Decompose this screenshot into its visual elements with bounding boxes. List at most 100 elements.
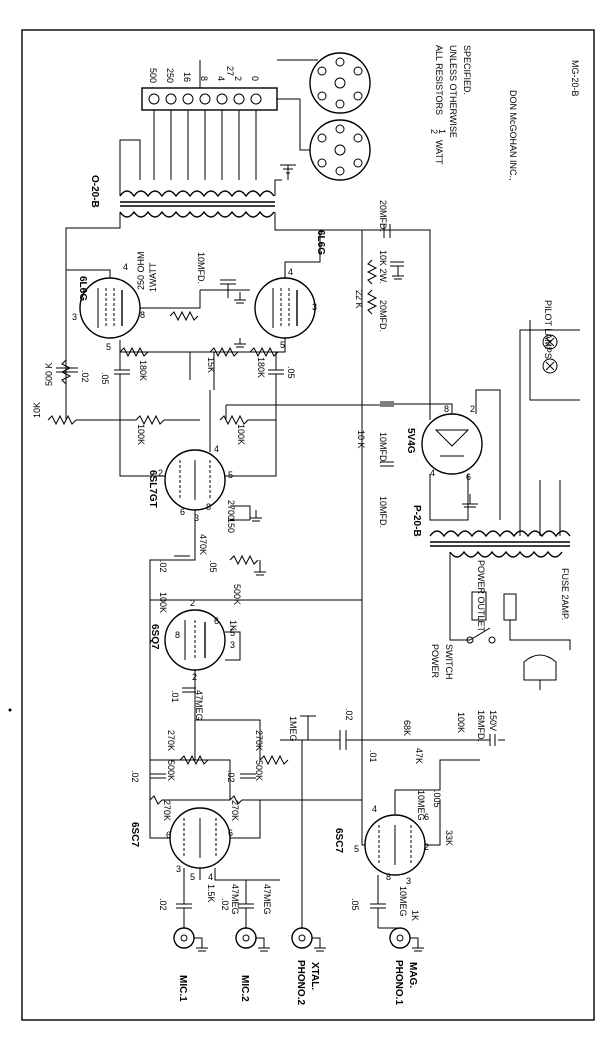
svg-text:47MEG: 47MEG — [194, 690, 204, 721]
svg-text:1K: 1K — [228, 620, 238, 631]
maker-label: DON McGOHAN INC., — [508, 90, 518, 181]
svg-text:470K: 470K — [198, 534, 208, 555]
svg-text:270K: 270K — [254, 730, 264, 751]
svg-text:2: 2 — [190, 598, 195, 608]
svg-text:1MEG: 1MEG — [288, 716, 298, 742]
svg-text:150: 150 — [226, 518, 236, 533]
svg-text:22 K: 22 K — [354, 290, 364, 309]
svg-text:20MFD.: 20MFD. — [378, 200, 388, 232]
svg-text:100K: 100K — [236, 424, 246, 445]
input-label-mic2: MIC.2 — [239, 975, 250, 1002]
svg-text:.05: .05 — [208, 560, 218, 573]
tap-labels: 500 250 16 8 4 2 0 27 — [148, 66, 260, 83]
svg-text:100K: 100K — [456, 712, 466, 733]
speaker-socket-top — [309, 52, 371, 114]
svg-text:.01: .01 — [170, 690, 180, 703]
svg-text:8: 8 — [444, 404, 449, 414]
output-transformer — [119, 190, 275, 218]
svg-text:2: 2 — [424, 842, 429, 852]
svg-text:.005: .005 — [432, 790, 442, 808]
svg-text:250 OHM: 250 OHM — [136, 251, 146, 290]
svg-text:16MFD.: 16MFD. — [476, 710, 486, 742]
resistor-note: ALL RESISTORS WATT 1 2 UNLESS OTHERWISE … — [429, 45, 472, 165]
svg-text:10MEG: 10MEG — [398, 886, 408, 917]
tube-6l6g-right — [254, 277, 316, 339]
svg-text:8: 8 — [386, 872, 391, 882]
tube-label-6sc7-right: 6SC7 — [333, 828, 344, 853]
svg-text:10MFD.: 10MFD. — [378, 432, 388, 464]
svg-text:8: 8 — [175, 630, 180, 640]
svg-text:1: 1 — [437, 129, 447, 134]
svg-text:.01: .01 — [368, 750, 378, 763]
svg-text:47MEG: 47MEG — [262, 884, 272, 915]
tube-6sc7-left — [169, 807, 231, 869]
svg-text:2: 2 — [158, 468, 163, 478]
tube-5v4g — [421, 413, 483, 475]
svg-text:.02: .02 — [158, 560, 168, 573]
svg-text:6: 6 — [180, 507, 185, 517]
svg-text:15K: 15K — [206, 357, 216, 373]
svg-text:3: 3 — [194, 513, 199, 523]
svg-text:6: 6 — [214, 616, 219, 626]
svg-text:270K: 270K — [230, 800, 240, 821]
input-label-mag: MAG. — [407, 962, 418, 988]
svg-text:8: 8 — [206, 502, 211, 512]
svg-text:180K: 180K — [138, 360, 148, 381]
tube-6sl7gt — [164, 449, 226, 511]
svg-text:10K: 10K — [32, 402, 42, 418]
svg-text:500K: 500K — [254, 760, 264, 781]
tube-label-5v4g: 5V4G — [405, 428, 416, 454]
svg-text:500 K: 500 K — [44, 362, 54, 386]
model-label: MG-20-B — [570, 60, 580, 97]
svg-text:500: 500 — [148, 68, 158, 83]
svg-text:100K: 100K — [136, 424, 146, 445]
svg-text:3: 3 — [312, 302, 317, 312]
svg-text:0: 0 — [250, 76, 260, 81]
tube-label-6sq7: 6SQ7 — [149, 624, 160, 650]
power-transformer-label: P-20-B — [411, 505, 422, 537]
svg-text:.05: .05 — [350, 898, 360, 911]
svg-text:3: 3 — [72, 312, 77, 322]
power-outlet-label: POWER OUTLET — [476, 560, 486, 633]
svg-text:ALL RESISTORS: ALL RESISTORS — [434, 45, 444, 115]
svg-text:WATT: WATT — [434, 140, 444, 165]
svg-text:180K: 180K — [256, 357, 266, 378]
input-jack-mic1 — [173, 927, 208, 952]
svg-text:5: 5 — [230, 628, 235, 638]
svg-text:10MFD.: 10MFD. — [378, 496, 388, 528]
svg-text:5: 5 — [190, 872, 195, 882]
svg-text:250: 250 — [165, 68, 175, 83]
svg-text:3: 3 — [176, 864, 181, 874]
svg-text:4: 4 — [216, 76, 226, 81]
tube-label-6sl7gt: 6SL7GT — [147, 470, 158, 508]
input-label-phono1: PHONO.1 — [393, 960, 404, 1005]
svg-text:.02: .02 — [226, 770, 236, 783]
svg-text:.02: .02 — [344, 708, 354, 721]
input-label-mic1: MIC.1 — [177, 975, 188, 1002]
svg-text:4: 4 — [123, 262, 128, 272]
svg-text:3: 3 — [230, 640, 235, 650]
svg-text:500K: 500K — [232, 584, 242, 605]
svg-text:.02: .02 — [130, 770, 140, 783]
svg-text:6: 6 — [466, 472, 471, 482]
svg-text:2700: 2700 — [226, 500, 236, 520]
svg-text:2: 2 — [233, 76, 243, 81]
svg-text:.02: .02 — [220, 898, 230, 911]
svg-text:2: 2 — [470, 404, 475, 414]
svg-text:.05: .05 — [100, 372, 110, 385]
svg-text:6: 6 — [424, 812, 429, 822]
svg-text:47MEG: 47MEG — [230, 884, 240, 915]
speaker-socket-bottom — [309, 119, 371, 181]
svg-text:8: 8 — [199, 76, 209, 81]
svg-text:5: 5 — [106, 342, 111, 352]
output-transformer-label: O-20-B — [89, 175, 100, 208]
svg-text:UNLESS OTHERWISE: UNLESS OTHERWISE — [448, 45, 458, 138]
svg-text:.05: .05 — [286, 366, 296, 379]
svg-text:4: 4 — [288, 267, 293, 277]
pilot-lamps-label: PILOT LAMPS — [543, 300, 553, 359]
tube-label-6sc7-left: 6SC7 — [129, 822, 140, 847]
svg-text:5: 5 — [280, 340, 285, 350]
page-border — [21, 29, 595, 1021]
svg-text:500K: 500K — [166, 760, 176, 781]
